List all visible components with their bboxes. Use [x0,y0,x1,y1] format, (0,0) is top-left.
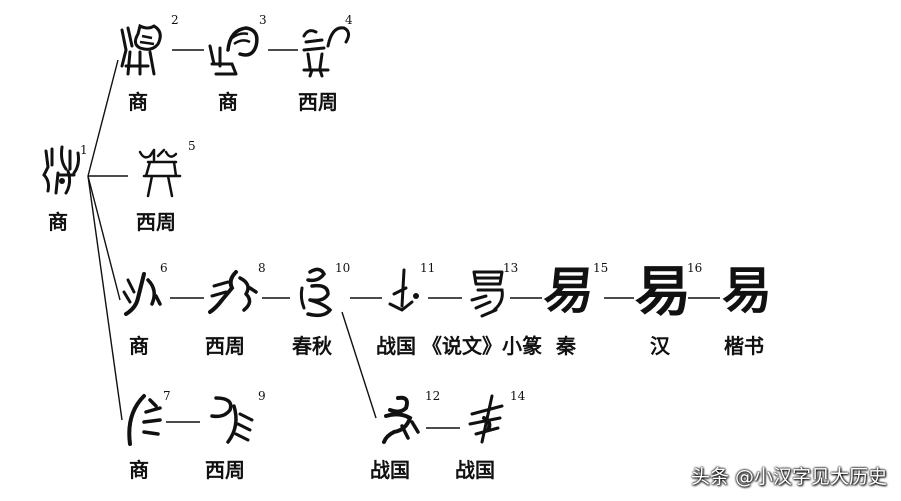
glyph-form-15: 易 [540,261,598,320]
form-number-6: 6 [160,261,168,275]
period-label-10: 春秋 [292,334,332,358]
period-label-6: 商 [129,334,149,358]
glyph-form-11 [388,268,419,312]
glyph-form-3 [208,26,259,76]
connector-1-6 [87,175,121,301]
period-label-9: 西周 [205,458,245,482]
period-label-7: 商 [129,458,149,482]
period-label-4: 西周 [298,90,338,114]
form-number-11: 11 [420,261,436,275]
glyph-form-2 [120,23,162,76]
glyph-form-4 [302,26,351,78]
form-number-2: 2 [171,13,179,27]
period-label-12: 战国 [370,458,410,482]
glyph-form-16: 易 [634,259,692,323]
period-label-15: 秦 [556,334,576,358]
glyph-form-5 [138,148,182,198]
period-label-5: 西周 [136,210,176,234]
glyph-form-12 [382,395,420,444]
glyph-form-9 [210,396,254,444]
form-number-8: 8 [258,261,266,275]
period-label-14: 战国 [455,458,495,482]
glyph-form-14 [468,394,504,444]
form-number-3: 3 [259,13,267,27]
glyph-form-13 [470,270,504,318]
form-number-4: 4 [345,13,353,27]
connector-1-2 [87,59,119,177]
form-number-1: 1 [80,143,88,157]
form-number-14: 14 [510,389,526,403]
form-number-9: 9 [258,389,266,403]
form-number-13: 13 [503,261,519,275]
watermark: 头条 @小汉字见大历史 [690,466,887,488]
form-number-5: 5 [188,139,196,153]
period-label-1: 商 [48,210,68,234]
form-number-10: 10 [335,261,351,275]
period-label-3: 商 [218,90,238,114]
period-label-11: 战国 [376,334,416,358]
form-number-16: 16 [687,261,703,275]
connector-10-12 [341,311,377,419]
connector-1-7 [87,175,123,421]
glyph-form-17: 易 [722,261,772,320]
period-label-16: 汉 [650,334,670,358]
period-label-8: 西周 [205,334,245,358]
glyph-form-1 [42,145,80,195]
period-label-2: 商 [128,90,148,114]
glyph-form-10 [299,267,333,318]
form-number-15: 15 [593,261,609,275]
period-label-13: 《说文》小篆 [422,334,542,358]
glyph-form-7 [127,394,162,446]
period-label-17: 楷书 [724,334,764,358]
form-number-12: 12 [425,389,441,403]
form-number-7: 7 [163,389,171,403]
glyph-form-8 [208,270,258,314]
glyph-form-6 [122,272,162,316]
